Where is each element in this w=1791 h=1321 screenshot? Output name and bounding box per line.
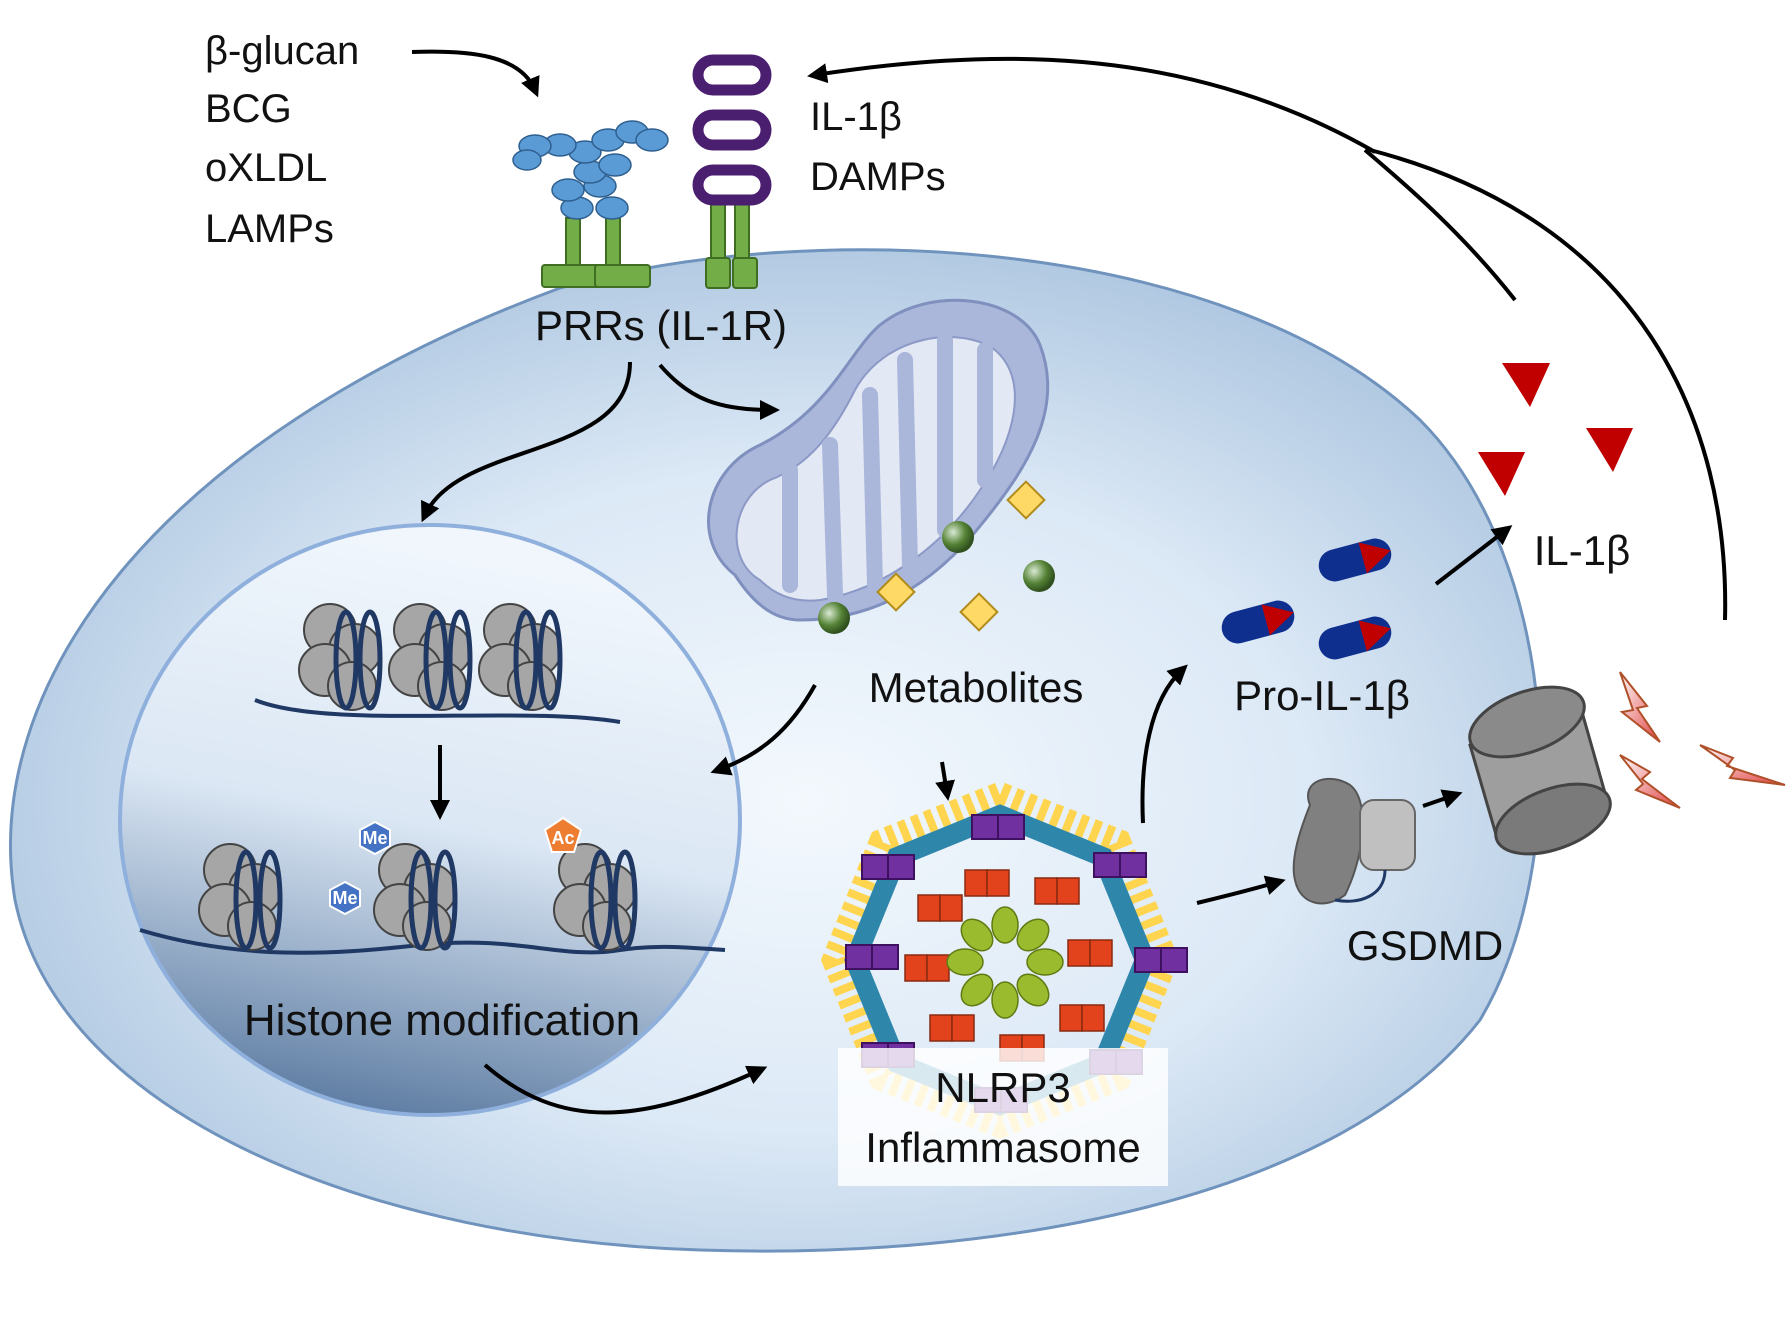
receptors-label: PRRs (IL-1R) xyxy=(535,302,787,349)
arrow-histone-to-nlrp3 xyxy=(483,1063,768,1115)
metabolite-diamond xyxy=(959,592,999,632)
chromatin-open xyxy=(139,843,726,955)
svg-text:Me: Me xyxy=(332,888,357,908)
metabolite-ball xyxy=(942,521,974,553)
nlrp3-asc-core xyxy=(946,906,1064,1019)
metabolite-ball xyxy=(1023,560,1055,592)
nlrp3-label-line1: NLRP3 xyxy=(935,1064,1070,1111)
pro-il1b-label: Pro-IL-1β xyxy=(1234,672,1410,719)
nlrp3-label-box xyxy=(838,1048,1168,1186)
il1b-triangle xyxy=(1586,428,1633,472)
nucleosome xyxy=(198,843,283,951)
prr-ligand-binding-domain xyxy=(512,120,669,220)
pro-il1b-capsule xyxy=(1318,538,1392,582)
nlrp3-inflammasome: NLRP3 Inflammasome xyxy=(821,781,1188,1186)
metabolite-diamond xyxy=(1006,480,1046,520)
arrow-prr-to-mitochondrion xyxy=(658,363,780,420)
lightning-bolt xyxy=(1699,744,1786,786)
gsdmd-label: GSDMD xyxy=(1347,922,1503,969)
histone-modification-label: Histone modification xyxy=(244,996,640,1045)
il1b-triangle xyxy=(1478,452,1525,496)
stimulus-bcg: BCG xyxy=(205,87,292,131)
arrow-metabolites-to-nlrp3 xyxy=(935,761,955,801)
arrow-feedback-to-il1r xyxy=(807,56,1376,154)
nlrp3-caspase-domains xyxy=(904,869,1113,1062)
lightning-bolt xyxy=(1619,671,1661,743)
il1b-triangle xyxy=(1502,363,1550,407)
nucleus xyxy=(118,523,742,1117)
chromatin-closed xyxy=(254,603,621,724)
svg-text:Me: Me xyxy=(362,828,387,848)
arrow-feedback-il1b-top xyxy=(1363,148,1517,302)
ligand-damps: DAMPs xyxy=(810,155,946,199)
gsdmd-protein xyxy=(1292,777,1416,905)
metabolites-label: Metabolites xyxy=(869,664,1084,711)
methyl-tag: Me xyxy=(329,880,361,916)
pro-il1b-capsule xyxy=(1318,616,1392,660)
stimulus-lamps: LAMPs xyxy=(205,207,334,251)
nlrp3-label-line2: Inflammasome xyxy=(865,1124,1140,1171)
metabolite-ball xyxy=(818,602,850,634)
arrow-nlrp3-to-gsdmd xyxy=(1196,875,1286,905)
ligand-il1b: IL-1β xyxy=(810,95,902,139)
prr-receptor xyxy=(512,120,669,288)
acetyl-tag: Ac xyxy=(543,816,583,853)
nucleosome xyxy=(388,603,473,711)
stimulus-oxldl: oXLDL xyxy=(205,146,327,190)
arrow-metabolites-to-nucleus xyxy=(710,684,817,776)
lightning-bolt xyxy=(1619,754,1681,809)
metabolite-diamond xyxy=(876,572,916,612)
pro-il1b-capsule xyxy=(1221,600,1295,644)
arrow-pro-il1b-to-il1b xyxy=(1434,525,1513,586)
arrow-feedback-il1b-outer xyxy=(1369,148,1728,621)
stimulus-beta-glucan: β-glucan xyxy=(205,29,359,73)
il1b-released-label: IL-1β xyxy=(1534,527,1631,574)
arrow-stimuli-to-prr xyxy=(411,49,540,98)
il1r-receptor xyxy=(692,54,772,289)
methyl-tag: Me xyxy=(359,820,391,856)
arrow-gsdmd-to-pore xyxy=(1422,789,1463,809)
svg-text:Ac: Ac xyxy=(551,828,574,848)
nucleosome xyxy=(478,603,563,711)
nucleosome xyxy=(373,843,458,951)
il1r-ig-domains xyxy=(692,54,772,206)
arrow-nlrp3-to-pro-il1b xyxy=(1140,664,1188,824)
nucleosome xyxy=(298,603,383,711)
nucleosome xyxy=(553,843,638,951)
arrow-prr-to-nucleus xyxy=(421,361,632,523)
gsdmd-pore xyxy=(1468,685,1612,856)
